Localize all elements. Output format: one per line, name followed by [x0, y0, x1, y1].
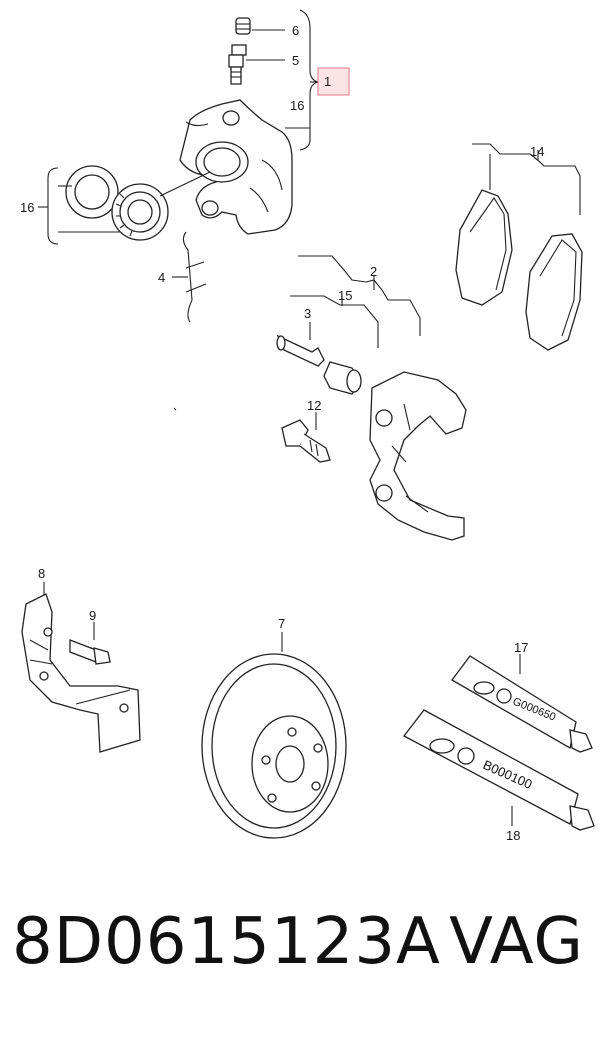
callout-16-left: 16 — [20, 200, 34, 215]
part-number: 8D0615123A — [12, 905, 441, 979]
brand-label: VAG — [449, 905, 584, 979]
callout-15: 15 — [338, 288, 352, 303]
callout-2: 2 — [370, 264, 377, 279]
callout-1-highlight — [317, 67, 350, 96]
brake-caliper-housing — [179, 99, 293, 235]
callout-16-top: 16 — [290, 98, 304, 113]
guide-bushing — [323, 361, 362, 395]
hex-bolt-12 — [281, 419, 331, 463]
callout-17: 17 — [514, 640, 528, 655]
callout-8: 8 — [38, 566, 45, 581]
splash-shield — [21, 593, 141, 753]
caliper-carrier-bracket — [369, 371, 467, 541]
bleeder-cap — [235, 17, 251, 35]
guide-pin — [276, 334, 325, 367]
brake-pad-right — [525, 233, 583, 351]
bolt-9 — [69, 639, 111, 665]
callout-5: 5 — [292, 53, 299, 68]
brake-pad-left — [455, 189, 513, 306]
callout-14: 14 — [530, 144, 544, 159]
callout-3: 3 — [304, 306, 311, 321]
bleeder-screw — [228, 44, 247, 85]
callout-7: 7 — [278, 616, 285, 631]
callout-12: 12 — [307, 398, 321, 413]
brake-disc — [201, 653, 347, 839]
callout-4: 4 — [158, 270, 165, 285]
callout-18: 18 — [506, 828, 520, 843]
footer: 8D0615123A VAG — [0, 905, 600, 1015]
callout-9: 9 — [89, 608, 96, 623]
caliper-seal-ring — [65, 165, 119, 219]
callout-6: 6 — [292, 23, 299, 38]
parts-diagram: 6 5 1 16 16 — [20, 9, 595, 843]
caliper-piston-boot — [111, 183, 169, 241]
callout-1: 1 — [324, 74, 331, 89]
retaining-spring — [182, 231, 207, 323]
